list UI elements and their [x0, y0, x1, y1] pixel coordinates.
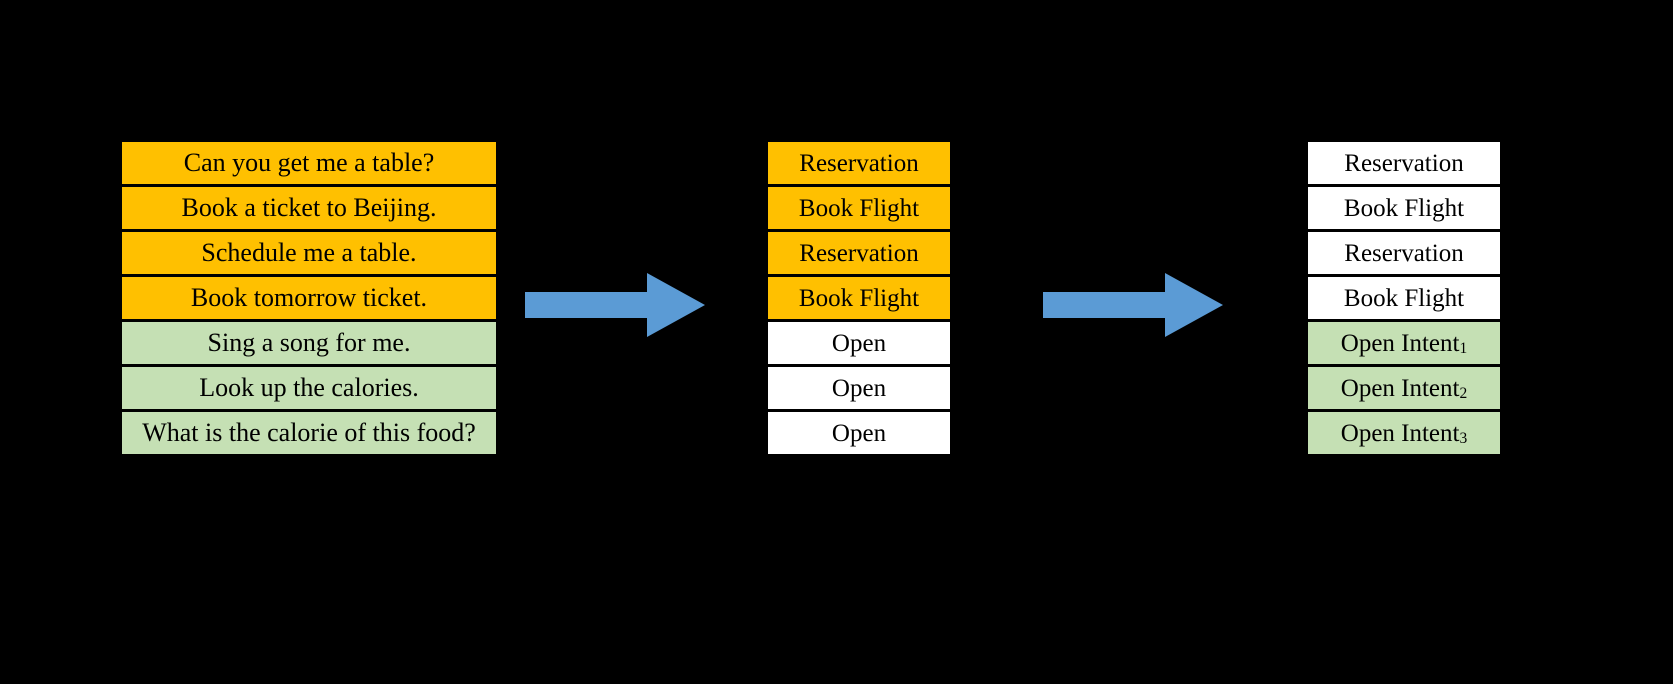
coarse-label-row: Book Flight [766, 185, 952, 231]
utterance-row: Sing a song for me. [120, 320, 498, 366]
row-label-subscript: 2 [1459, 384, 1468, 402]
row-label: Schedule me a table. [201, 238, 417, 267]
row-label: Book Flight [798, 194, 920, 222]
utterance-row: What is the calorie of this food? [120, 410, 498, 456]
row-label: Book Flight [1343, 194, 1465, 222]
row-label: Reservation [1344, 149, 1464, 177]
coarse-label-row: Open [766, 410, 952, 456]
coarse-label-row: Open [766, 365, 952, 411]
row-label: Book Flight [1343, 284, 1465, 312]
row-label: Can you get me a table? [183, 148, 435, 177]
row-label: Open Intent [1340, 329, 1460, 357]
row-label: Open [831, 419, 887, 447]
row-label: Sing a song for me. [207, 328, 411, 357]
arrow-coarse-to-discovered [1043, 270, 1223, 340]
utterance-row: Can you get me a table? [120, 140, 498, 186]
row-label: Reservation [1344, 239, 1464, 267]
coarse-label-row: Open [766, 320, 952, 366]
utterance-column: Can you get me a table? Book a ticket to … [120, 140, 498, 456]
row-label: Open Intent [1340, 419, 1460, 447]
row-label: Open Intent [1340, 374, 1460, 402]
row-label-subscript: 3 [1459, 429, 1468, 447]
row-label: Book Flight [798, 284, 920, 312]
coarse-label-row: Reservation [766, 140, 952, 186]
row-label: What is the calorie of this food? [142, 418, 476, 447]
utterance-row: Book tomorrow ticket. [120, 275, 498, 321]
row-label: Open [831, 329, 887, 357]
utterance-row: Schedule me a table. [120, 230, 498, 276]
row-label: Book tomorrow ticket. [190, 283, 428, 312]
coarse-label-row: Reservation [766, 230, 952, 276]
arrow-utterances-to-coarse [525, 270, 705, 340]
row-label: Look up the calories. [199, 373, 419, 402]
utterance-row: Look up the calories. [120, 365, 498, 411]
row-label: Book a ticket to Beijing. [181, 193, 437, 222]
row-label-subscript: 1 [1459, 339, 1468, 357]
coarse-label-row: Book Flight [766, 275, 952, 321]
row-label: Open [831, 374, 887, 402]
discovered-intent-row: Book Flight [1306, 185, 1502, 231]
utterance-row: Book a ticket to Beijing. [120, 185, 498, 231]
discovered-intent-row: Reservation [1306, 230, 1502, 276]
discovered-intent-row: Book Flight [1306, 275, 1502, 321]
discovered-intent-row: Reservation [1306, 140, 1502, 186]
row-label: Reservation [799, 149, 919, 177]
row-label: Reservation [799, 239, 919, 267]
